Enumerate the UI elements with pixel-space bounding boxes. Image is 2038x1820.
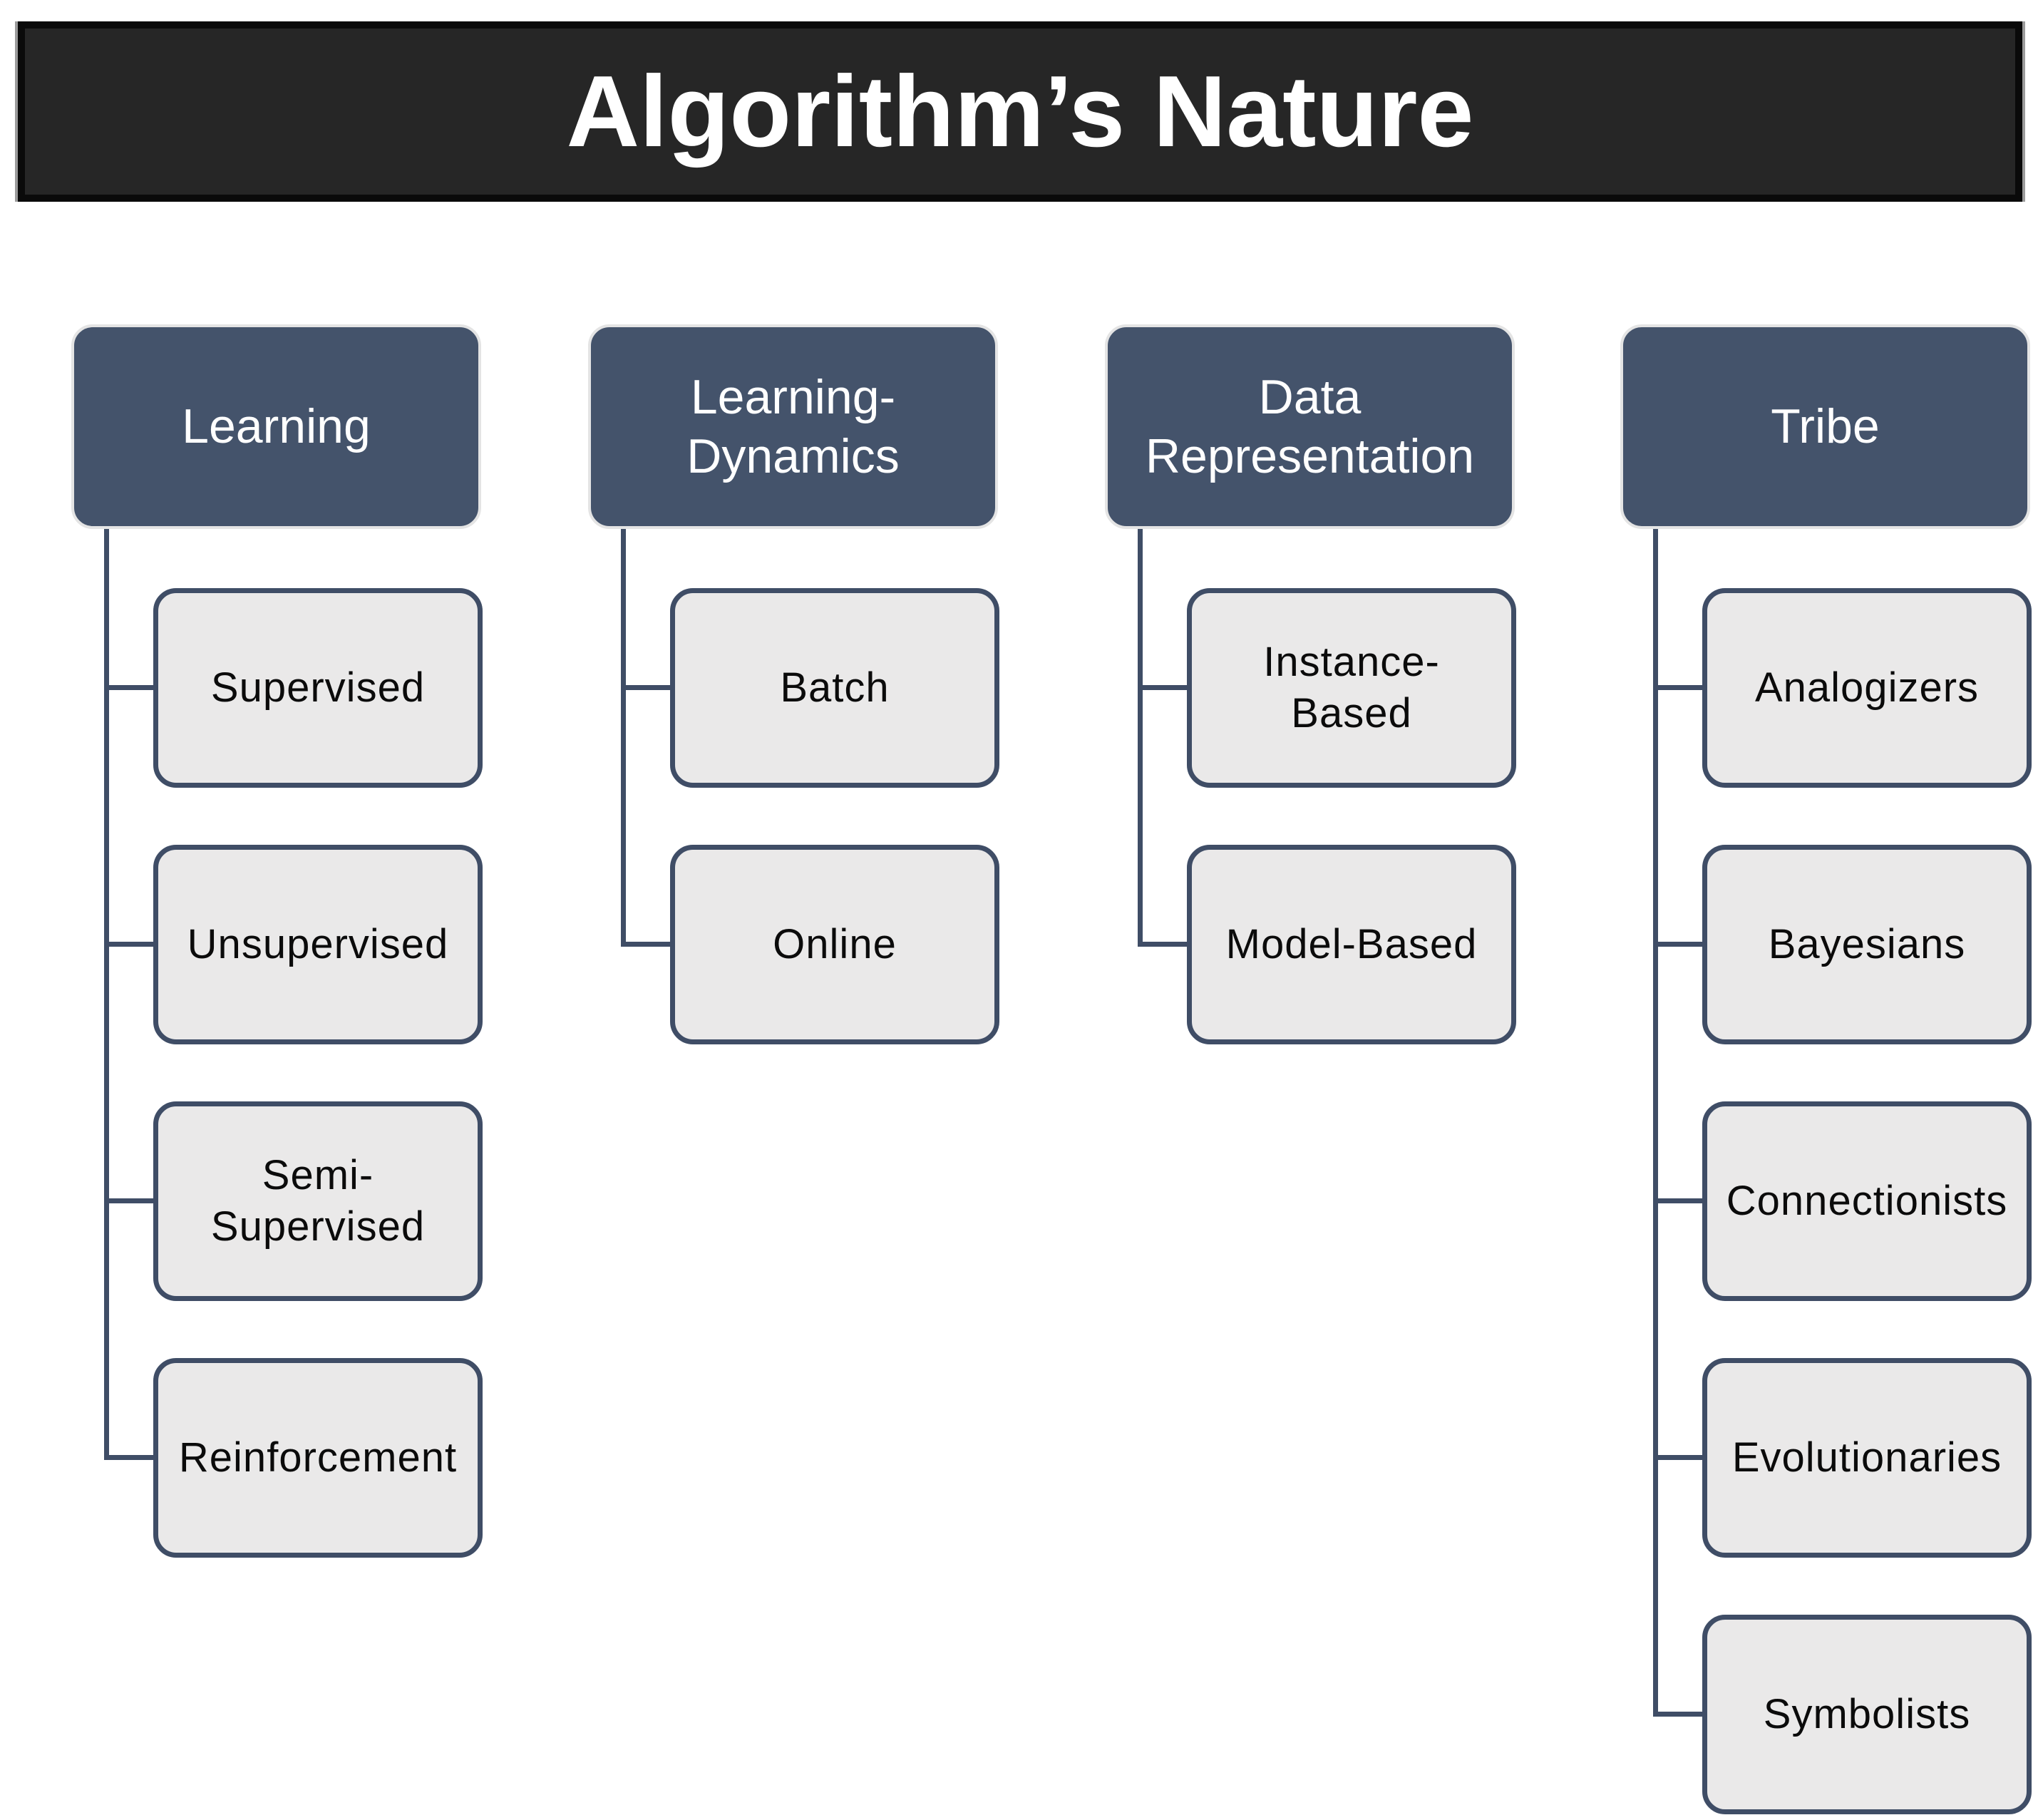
child-label: Connectionists bbox=[1726, 1177, 2008, 1224]
connector-stub bbox=[104, 1198, 158, 1203]
connector-stub bbox=[1653, 1198, 1707, 1203]
connector-trunk bbox=[1138, 529, 1143, 947]
column-data-representation: Data Representation Instance-Based Model… bbox=[1105, 324, 1516, 1048]
child-label: Unsupervised bbox=[187, 920, 449, 967]
child-label: Model-Based bbox=[1225, 920, 1478, 967]
connector-trunk bbox=[1653, 529, 1658, 1717]
child-label: Symbolists bbox=[1763, 1690, 1971, 1737]
connector-stub bbox=[621, 685, 675, 690]
connector-trunk bbox=[104, 529, 109, 1460]
child-box-online: Online bbox=[621, 845, 999, 1044]
connector-stub bbox=[1653, 1455, 1707, 1460]
child-label: Semi-Supervised bbox=[210, 1151, 426, 1250]
connector-stub bbox=[104, 1455, 158, 1460]
connector-stub bbox=[1138, 685, 1192, 690]
child-box-model-based: Model-Based bbox=[1138, 845, 1516, 1044]
child-box-semi-supervised: Semi-Supervised bbox=[104, 1101, 483, 1301]
connector-stub bbox=[621, 942, 675, 947]
column-learning-dynamics: Learning-Dynamics Batch Online bbox=[588, 324, 999, 1048]
child-label: Instance-Based bbox=[1263, 638, 1440, 737]
page-title: Algorithm’s Nature bbox=[566, 54, 1474, 168]
child-box-bayesians: Bayesians bbox=[1653, 845, 2032, 1044]
connector-stub bbox=[104, 685, 158, 690]
child-box-connectionists: Connectionists bbox=[1653, 1101, 2032, 1301]
child-label: Supervised bbox=[210, 664, 426, 711]
child-box-unsupervised: Unsupervised bbox=[104, 845, 483, 1044]
header-box-learning: Learning bbox=[71, 324, 481, 529]
child-box-analogizers: Analogizers bbox=[1653, 588, 2032, 788]
child-label: Analogizers bbox=[1754, 664, 1980, 711]
header-label: Data Representation bbox=[1145, 369, 1475, 483]
header-label: Learning-Dynamics bbox=[686, 369, 900, 483]
child-label: Reinforcement bbox=[178, 1434, 458, 1481]
child-label: Bayesians bbox=[1768, 920, 1966, 967]
title-banner: Algorithm’s Nature bbox=[18, 21, 2022, 202]
connector-stub bbox=[1138, 942, 1192, 947]
child-box-batch: Batch bbox=[621, 588, 999, 788]
connector-stub bbox=[1653, 685, 1707, 690]
child-box-evolutionaries: Evolutionaries bbox=[1653, 1358, 2032, 1558]
child-label: Batch bbox=[780, 664, 890, 711]
header-box-learning-dynamics: Learning-Dynamics bbox=[588, 324, 998, 529]
header-label: Learning bbox=[182, 399, 371, 454]
connector-stub bbox=[1653, 1712, 1707, 1717]
child-label: Online bbox=[773, 920, 897, 967]
column-tribe: Tribe Analogizers Bayesians Connectionis… bbox=[1620, 324, 2032, 1818]
column-learning: Learning Supervised Unsupervised Semi-Su… bbox=[71, 324, 483, 1561]
header-box-tribe: Tribe bbox=[1620, 324, 2030, 529]
child-label: Evolutionaries bbox=[1731, 1434, 2002, 1481]
header-box-data-representation: Data Representation bbox=[1105, 324, 1515, 529]
connector-trunk bbox=[621, 529, 626, 947]
connector-stub bbox=[1653, 942, 1707, 947]
child-box-supervised: Supervised bbox=[104, 588, 483, 788]
child-box-reinforcement: Reinforcement bbox=[104, 1358, 483, 1558]
connector-stub bbox=[104, 942, 158, 947]
child-box-instance-based: Instance-Based bbox=[1138, 588, 1516, 788]
header-label: Tribe bbox=[1771, 399, 1880, 454]
child-box-symbolists: Symbolists bbox=[1653, 1615, 2032, 1814]
